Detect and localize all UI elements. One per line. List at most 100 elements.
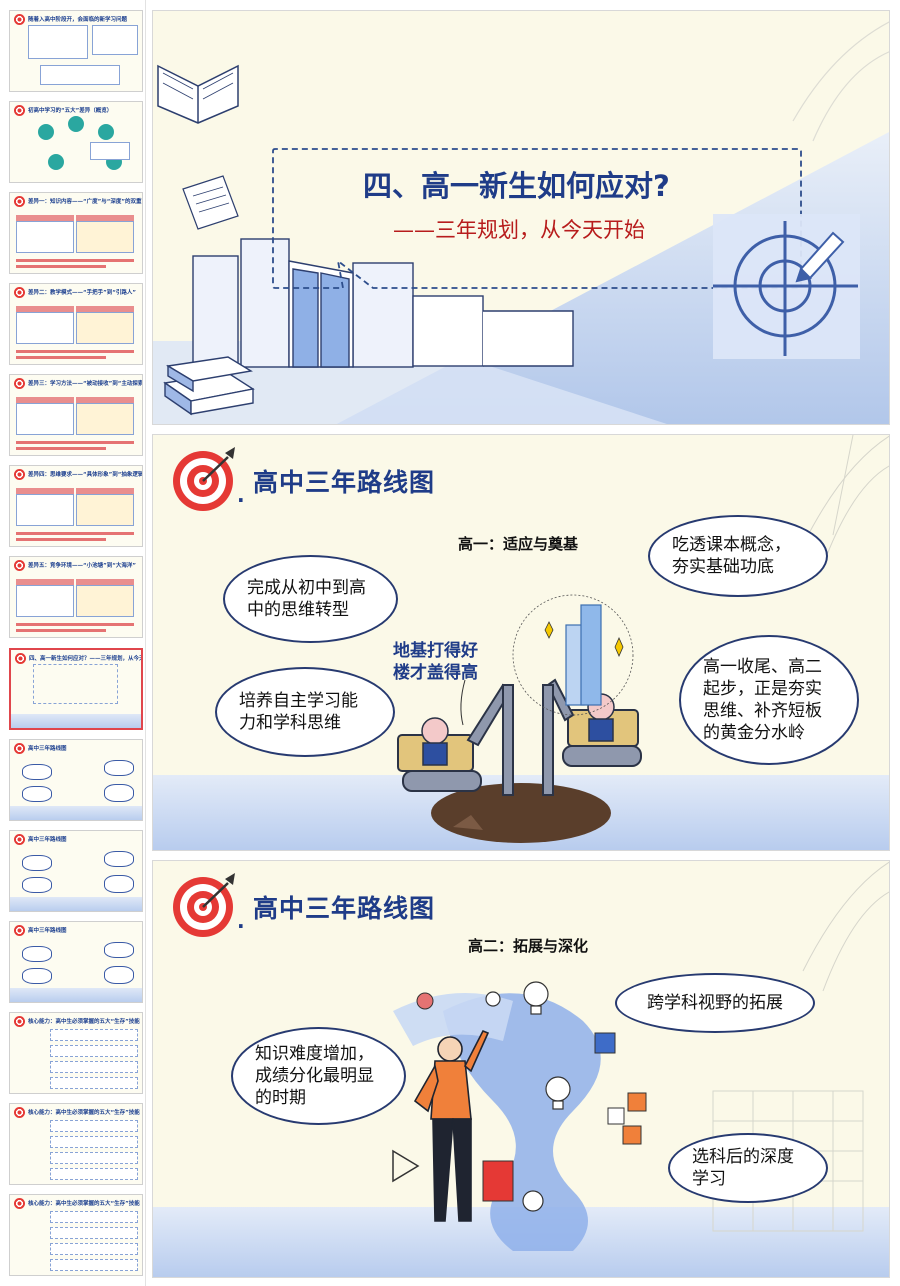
- slide-thumbnail-6[interactable]: 差异四：思维要求——“具体形象”到“抽象逻辑”: [9, 465, 143, 547]
- table-header: [16, 306, 74, 312]
- content-box: [50, 1061, 138, 1073]
- slide-thumbnail-3[interactable]: 差异一：知识内容——“广度”与“深度”的双重飞跃: [9, 192, 143, 274]
- speech-bubble: [104, 760, 134, 776]
- heading-dot: .: [237, 483, 245, 507]
- bubble-text: 培养自主学习能力和学科思维: [239, 690, 358, 733]
- target-dart-icon: [173, 447, 235, 511]
- speech-bubble: [22, 946, 52, 962]
- table-cell: [76, 221, 134, 253]
- speech-bubble: [22, 786, 52, 802]
- slide-thumbnail-11[interactable]: 高中三年路线图: [9, 921, 143, 1003]
- speech-bubble: [104, 784, 134, 802]
- thumbnail-title: 高中三年路线图: [28, 837, 67, 843]
- speech-bubble: [104, 875, 134, 893]
- cube-icon: [594, 1032, 647, 1145]
- circle-node: [48, 154, 64, 170]
- target-icon: [15, 653, 26, 664]
- table-header: [76, 579, 134, 585]
- thumbnail-title: 高中三年路线图: [28, 928, 67, 934]
- thumbnail-title: 差异三：学习方法——“被动接收”到“主动探索”: [28, 381, 143, 387]
- slide-thumbnail-1[interactable]: 随着入高中阶段开，会面临的新学习问题: [9, 10, 143, 92]
- table-header: [16, 215, 74, 221]
- table-cell: [16, 585, 74, 617]
- slide-section-title[interactable]: 四、高一新生如何应对? ——三年规划，从今天开始: [152, 10, 890, 425]
- table-header: [76, 397, 134, 403]
- content-box: [50, 1259, 138, 1271]
- slide-thumbnail-12[interactable]: 核心能力：高中生必须掌握的五大“生存”技能: [9, 1012, 143, 1094]
- triangle-icon: [392, 1149, 420, 1183]
- target-icon: [14, 1016, 25, 1027]
- table-header: [76, 488, 134, 494]
- slide-heading: 高中三年路线图: [253, 468, 436, 497]
- content-box: [50, 1029, 138, 1041]
- slide-thumbnail-10[interactable]: 高中三年路线图: [9, 830, 143, 912]
- speech-bubble: [22, 764, 52, 780]
- content-box: [40, 65, 120, 85]
- table-cell: [16, 494, 74, 526]
- target-icon: [14, 287, 25, 298]
- crosshair-target-icon: [713, 221, 858, 356]
- table-header: [76, 215, 134, 221]
- thumbnail-title: 差异四：思维要求——“具体形象”到“抽象逻辑”: [28, 472, 143, 478]
- slide-thumbnail-5[interactable]: 差异三：学习方法——“被动接收”到“主动探索”: [9, 374, 143, 456]
- floor: [10, 897, 142, 911]
- stage-title: 高二：拓展与深化: [468, 937, 589, 955]
- target-icon: [14, 1107, 25, 1118]
- table-cell: [16, 312, 74, 344]
- section-title: 四、高一新生如何应对?: [363, 169, 670, 203]
- slide-roadmap-grade11[interactable]: 高中三年路线图 . 高二：拓展与深化 知识难度增加，成绩分化最明显的时期 跨学科…: [152, 860, 890, 1278]
- target-icon: [14, 469, 25, 480]
- content-box: [50, 1077, 138, 1089]
- speech-bubble: [22, 855, 52, 871]
- bubble-self-learning: 培养自主学习能力和学科思维: [215, 667, 395, 757]
- bubble-golden-watershed: 高一收尾、高二起步，正是夯实思维、补齐短板的黄金分水岭: [679, 635, 859, 765]
- circle-node: [38, 124, 54, 140]
- slogan-line: 楼才盖得高: [393, 663, 478, 684]
- slide-thumbnail-7[interactable]: 差异五：竞争环境——“小池塘”到“大海洋”: [9, 556, 143, 638]
- note-line: [16, 259, 134, 262]
- bubble-interdisciplinary: 跨学科视野的拓展: [615, 973, 815, 1033]
- thumbnail-title: 四、高一新生如何应对？——三年规划，从今天开始: [29, 656, 143, 662]
- note-line: [16, 623, 134, 626]
- slide-thumbnail-14[interactable]: 核心能力：高中生必须掌握的五大“生存”技能: [9, 1194, 143, 1276]
- content-box: [50, 1243, 138, 1255]
- thumbnail-title: 差异二：教学模式——“手把手”到“引路人”: [28, 290, 136, 296]
- bubble-text: 高一收尾、高二起步，正是夯实思维、补齐短板的黄金分水岭: [703, 656, 822, 744]
- note-line: [16, 629, 106, 632]
- content-box: [50, 1168, 138, 1180]
- target-icon: [14, 1198, 25, 1209]
- content-box: [90, 142, 130, 160]
- circle-node: [98, 124, 114, 140]
- bubble-difficulty-increase: 知识难度增加，成绩分化最明显的时期: [231, 1027, 406, 1125]
- slide-thumbnail-4[interactable]: 差异二：教学模式——“手把手”到“引路人”: [9, 283, 143, 365]
- table-header: [76, 306, 134, 312]
- target-icon: [14, 378, 25, 389]
- slide-thumbnail-13[interactable]: 核心能力：高中生必须掌握的五大“生存”技能: [9, 1103, 143, 1185]
- thumbnail-title: 初高中学习的“五大”差异（概览）: [28, 108, 113, 114]
- content-box: [33, 664, 118, 704]
- book-icon: [157, 64, 239, 124]
- slide-thumbnail-2[interactable]: 初高中学习的“五大”差异（概览）: [9, 101, 143, 183]
- slide-thumbnail-8[interactable]: 四、高一新生如何应对？——三年规划，从今天开始: [9, 648, 143, 730]
- table-cell: [76, 585, 134, 617]
- target-icon: [14, 196, 25, 207]
- bubble-text: 知识难度增加，成绩分化最明显的时期: [255, 1043, 374, 1109]
- table-header: [16, 579, 74, 585]
- thumbnail-title: 核心能力：高中生必须掌握的五大“生存”技能: [28, 1019, 140, 1025]
- slide3-illustration: [173, 861, 889, 1251]
- content-box: [50, 1045, 138, 1057]
- table-cell: [76, 312, 134, 344]
- table-cell: [16, 403, 74, 435]
- floor: [10, 988, 142, 1002]
- slide1-background-illustration: [153, 21, 889, 424]
- slide-thumbnail-panel[interactable]: 随着入高中阶段开，会面临的新学习问题初高中学习的“五大”差异（概览） 差异一：知识…: [0, 0, 146, 1286]
- note-line: [16, 532, 134, 535]
- table-header: [16, 397, 74, 403]
- slide-roadmap-grade10[interactable]: 高中三年路线图 . 高一：适应与奠基 完成从初中到高中的思维转型 培养自主学习能…: [152, 434, 890, 851]
- target-icon: [14, 14, 25, 25]
- slide-thumbnail-9[interactable]: 高中三年路线图: [9, 739, 143, 821]
- section-subtitle: ——三年规划，从今天开始: [393, 218, 645, 242]
- thumbnail-title: 核心能力：高中生必须掌握的五大“生存”技能: [28, 1201, 140, 1207]
- book-icon: [482, 1160, 514, 1202]
- bubble-textbook-basics: 吃透课本概念，夯实基础功底: [648, 515, 828, 597]
